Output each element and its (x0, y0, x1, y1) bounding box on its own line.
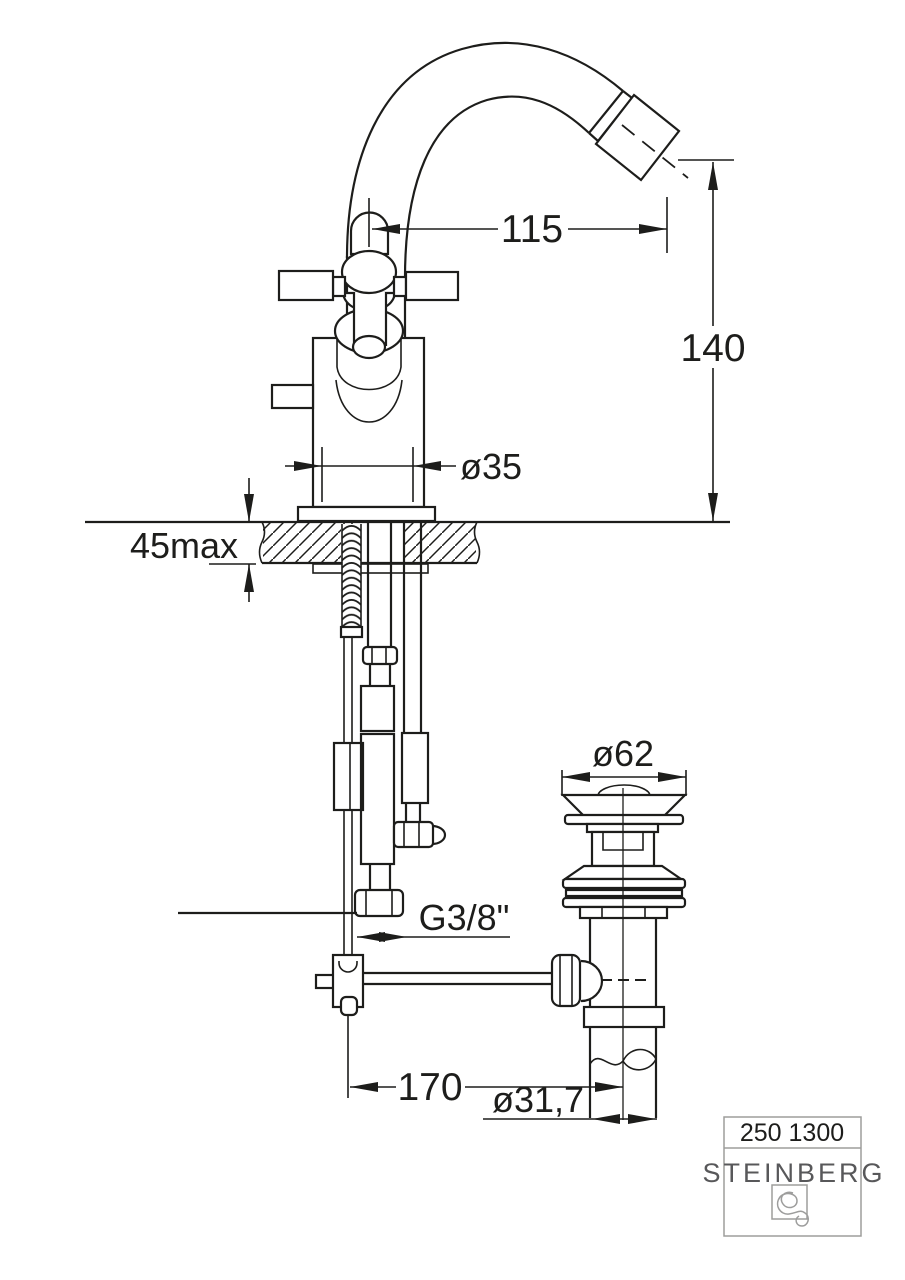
faucet-body (270, 336, 437, 523)
faucet (270, 41, 689, 523)
elbow-nut (392, 820, 435, 849)
dimension-tailpipe-diameter: ø31,7 (483, 1079, 657, 1124)
slab-break-right (473, 521, 481, 564)
supply-hose-right (392, 731, 447, 849)
braided-hose-segment (359, 684, 396, 733)
linkage-lower-pin (339, 995, 359, 1017)
cross-handle (277, 211, 460, 360)
drain-flange-upper (563, 813, 685, 826)
backnut-washer (312, 563, 429, 574)
dimension-label-g38: G3/8" (419, 897, 510, 938)
rod-guide-block (332, 741, 365, 812)
ball-joint-cap (580, 959, 604, 1003)
title-block-border (723, 1116, 862, 1237)
drain-gasket (564, 888, 684, 898)
elbow-cap (431, 824, 447, 846)
drain-flange-lower (561, 896, 687, 909)
drain-flange-mid (561, 877, 687, 890)
dimension-drain-flange: ø62 (561, 733, 687, 796)
spout (345, 41, 689, 279)
body-side-port (270, 383, 315, 410)
aerator (588, 90, 689, 182)
pipe-break-lens (622, 1048, 657, 1071)
pipe-break-symbol (589, 1057, 624, 1066)
braided-hose-segment (359, 732, 396, 866)
below-deck-plumbing (178, 521, 447, 955)
shank-nut (339, 625, 364, 639)
brand-name: STEINBERG (702, 1158, 885, 1188)
threaded-shank (339, 524, 364, 639)
pop-up-linkage (314, 953, 646, 1098)
dimension-deck-thickness: 45max (130, 478, 256, 602)
tailpipe-union-nut (582, 1005, 666, 1029)
supply-pipes (366, 522, 423, 733)
base-plate (296, 505, 437, 523)
drain-funnel (560, 793, 688, 818)
hose-nut-upper (361, 645, 399, 666)
dimension-spout-height: 140 (678, 159, 746, 521)
dimension-label-140: 140 (680, 327, 745, 370)
braided-hose-segment (400, 731, 430, 805)
dimension-drain-offset: 170 (350, 1066, 623, 1109)
hose-end-nut-g38 (353, 888, 405, 918)
handle-left-arm (277, 269, 335, 302)
drain-tailpipe (582, 918, 666, 1118)
dimension-label-o35: ø35 (460, 446, 522, 487)
linkage-left-stub (314, 973, 336, 990)
brand-swirl-icon (771, 1184, 810, 1227)
dimension-label-45max: 45max (130, 525, 238, 566)
dimension-spout-reach: 115 (368, 197, 668, 253)
dimension-supply-thread: G3/8" (357, 897, 510, 942)
dimension-label-o317: ø31,7 (492, 1079, 584, 1120)
dimension-label-170: 170 (397, 1066, 462, 1109)
handle-stem (351, 292, 388, 360)
handle-hub (340, 249, 398, 295)
dimension-label-o62: ø62 (592, 733, 654, 774)
pop-up-drain-assembly (314, 784, 688, 1120)
slab-break-left (258, 521, 266, 564)
aerator-axis-dashes (621, 124, 689, 179)
handle-right-arm (404, 270, 460, 302)
supply-hose-left (353, 645, 405, 918)
dimension-body-diameter: ø35 (285, 446, 522, 502)
title-block: 250 1300 STEINBERG (702, 1116, 885, 1237)
dimension-label-115: 115 (501, 208, 563, 251)
plug-dome (597, 784, 651, 797)
model-number: 250 1300 (740, 1119, 844, 1147)
ball-joint-nut (550, 953, 582, 1008)
aerator-body (594, 93, 681, 182)
